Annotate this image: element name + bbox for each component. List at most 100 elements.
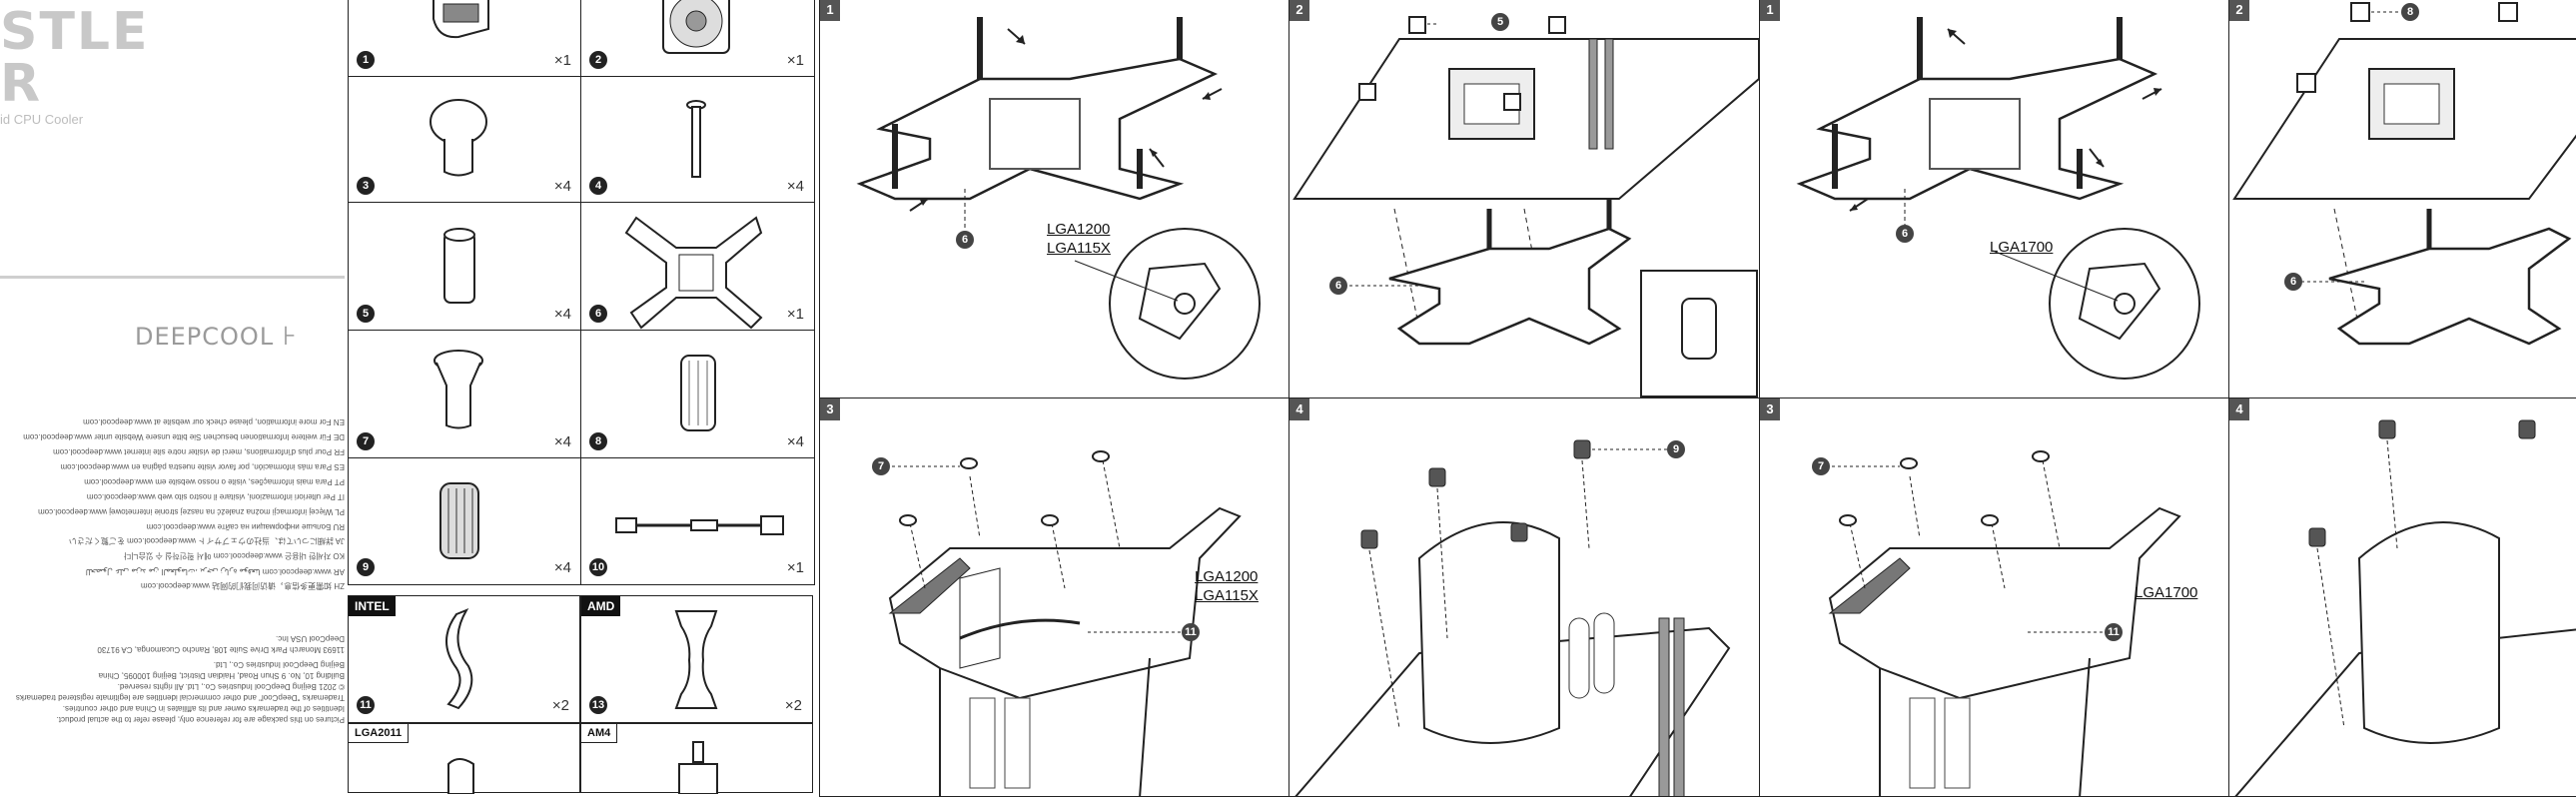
parts-list: 1 ×1 2 ×1 3 ×4 4 ×4 5 ×4 <box>348 0 815 794</box>
part-number: 1 <box>357 51 375 69</box>
part-number: 7 <box>357 432 375 450</box>
flat-screw-icon <box>433 350 483 429</box>
step-number: 4 <box>2229 398 2249 420</box>
product-title-line2: R <box>0 54 43 114</box>
part-quantity: ×1 <box>786 306 804 323</box>
part-number: 11 <box>357 696 375 714</box>
step-number: 4 <box>1289 398 1309 420</box>
legal-line: Identities of the trademarks owner and i… <box>62 704 345 713</box>
tube-tool-icon <box>432 0 489 39</box>
amd-bracket-icon <box>674 610 718 709</box>
socket-label-lga1700: LGA1700 <box>2135 584 2198 601</box>
callout-5: 5 <box>1491 13 1509 31</box>
callout-6: 6 <box>1896 225 1914 243</box>
step-panel-3b: 3 7 LGA1700 11 <box>1759 398 2230 797</box>
part-quantity: ×1 <box>553 52 571 69</box>
motherboard-standoff-diagram <box>1292 16 1759 398</box>
socket-label-lga1700: LGA1700 <box>1990 239 2054 256</box>
part-cell: 9 ×4 <box>348 457 582 585</box>
pump-mount-diagram <box>1294 439 1731 796</box>
brand-mark-icon: ⊦ <box>282 322 298 352</box>
intel-bracket-icon <box>445 607 473 710</box>
lang-line: PL Więcej informacji można znaleźć na na… <box>38 507 345 516</box>
callout-7: 7 <box>872 457 890 475</box>
part-cell: 3 ×4 <box>348 76 582 204</box>
socket-label-lga1200: LGA1200 <box>1195 568 1259 585</box>
part-number: 10 <box>589 558 607 576</box>
part-cell: 5 ×4 <box>348 202 582 332</box>
part-number: 6 <box>589 305 607 323</box>
product-title-line1: STLE <box>0 2 150 62</box>
amd-tag: AMD <box>581 596 621 616</box>
step-panel-1: 1 LGA1200 LGA115X 6 <box>819 0 1290 399</box>
lang-line: KO 자세한 내용은 www.deepcool.com 에서 확인하실 수 있습… <box>123 551 345 560</box>
part-number: 13 <box>589 696 607 714</box>
part-quantity: ×4 <box>553 559 571 576</box>
bracket-part-icon <box>447 758 474 794</box>
backplate-icon <box>624 216 763 330</box>
step-number: 3 <box>820 398 840 420</box>
callout-6: 6 <box>956 231 974 249</box>
socket-cell: AM4 <box>580 723 813 794</box>
callout-7: 7 <box>1812 457 1830 475</box>
part-quantity: ×2 <box>551 697 569 714</box>
socket-label-lga1200: LGA1200 <box>1047 221 1111 238</box>
amd-bracket-cell: AMD 13 ×2 <box>580 595 813 723</box>
legal-line: Pictures on this package are for referen… <box>56 715 345 724</box>
intel-bracket-cell: INTEL 11 ×2 <box>348 595 580 723</box>
socket-label-lga115x: LGA115X <box>1195 587 1259 604</box>
bracket-mount-diagram <box>880 450 1242 796</box>
fan-icon <box>662 0 730 54</box>
part-cell: 10 ×1 <box>580 457 815 585</box>
callout-11: 11 <box>2105 623 2123 641</box>
part-number: 9 <box>357 558 375 576</box>
part-cell: 2 ×1 <box>580 0 815 78</box>
part-quantity: ×4 <box>786 433 804 450</box>
standoff-part-icon <box>678 741 718 794</box>
step-number: 3 <box>1760 398 1780 420</box>
pump-mount-diagram <box>2234 419 2576 796</box>
brand-name: DEEPCOOL <box>135 323 275 351</box>
lang-line: DE Für weitere Informationen besuchen Si… <box>23 432 345 441</box>
thumb-nut-icon <box>439 482 479 559</box>
motherboard-standoff-diagram <box>2232 2 2576 346</box>
callout-6: 6 <box>1329 277 1347 295</box>
step-number: 1 <box>820 0 840 21</box>
backplate-install-diagram <box>856 17 1261 380</box>
step-number: 2 <box>2229 0 2249 21</box>
step-panel-3: 3 7 LGA1200 LGA115X 11 <box>819 398 1290 797</box>
fan-cable-icon <box>615 515 784 535</box>
part-quantity: ×1 <box>786 52 804 69</box>
part-quantity: ×4 <box>553 433 571 450</box>
legal-line: 11693 Monarch Park Drive Suite 108, Ranc… <box>97 645 345 654</box>
part-quantity: ×4 <box>553 306 571 323</box>
step-number: 1 <box>1760 0 1780 21</box>
legal-line: © 2021 Beijing DeepCool Industries Co., … <box>117 682 345 691</box>
lang-line: JA 詳細については、当社のウェブサイト www.deepcool.com をご… <box>68 536 345 545</box>
part-number: 5 <box>357 305 375 323</box>
part-cell: 7 ×4 <box>348 330 582 459</box>
socket-cell: LGA2011 <box>348 723 580 794</box>
step-panel-4: 4 9 <box>1288 398 1760 797</box>
divider <box>0 276 345 279</box>
callout-9: 9 <box>1667 440 1685 458</box>
part-cell: 4 ×4 <box>580 76 815 204</box>
legal-line: Trademarks "DeepCool" and other commerci… <box>15 693 345 702</box>
lang-line: FR Pour plus d'informations, merci de vi… <box>53 447 345 456</box>
step-panel-1b: 1 LGA1700 6 <box>1759 0 2230 399</box>
backplate-install-diagram <box>1796 17 2200 380</box>
legal-line: Beijing DeepCool Industries Co., Ltd. <box>213 660 345 669</box>
long-screw-icon <box>686 100 706 178</box>
callout-6: 6 <box>2284 273 2302 291</box>
part-quantity: ×2 <box>784 697 802 714</box>
step-number: 2 <box>1289 0 1309 21</box>
step-panel-2b: 2 8 6 <box>2228 0 2576 399</box>
lang-line: AR www.deepcool.com للحصول على مزيد من ا… <box>85 567 345 576</box>
part-number: 8 <box>589 432 607 450</box>
lang-line: ES Para más información, por favor visit… <box>60 462 345 471</box>
lang-line: PT Para mais informações, visite o nosso… <box>84 477 345 486</box>
brand-logo: DEEPCOOL ⊦ <box>135 322 297 352</box>
lang-line: IT Per ulteriori informazioni, visitare … <box>86 492 345 501</box>
part-cell: 6 ×1 <box>580 202 815 332</box>
lang-line: ZH 如需更多信息，请访问我们的网站 www.deepcool.com <box>140 581 345 590</box>
